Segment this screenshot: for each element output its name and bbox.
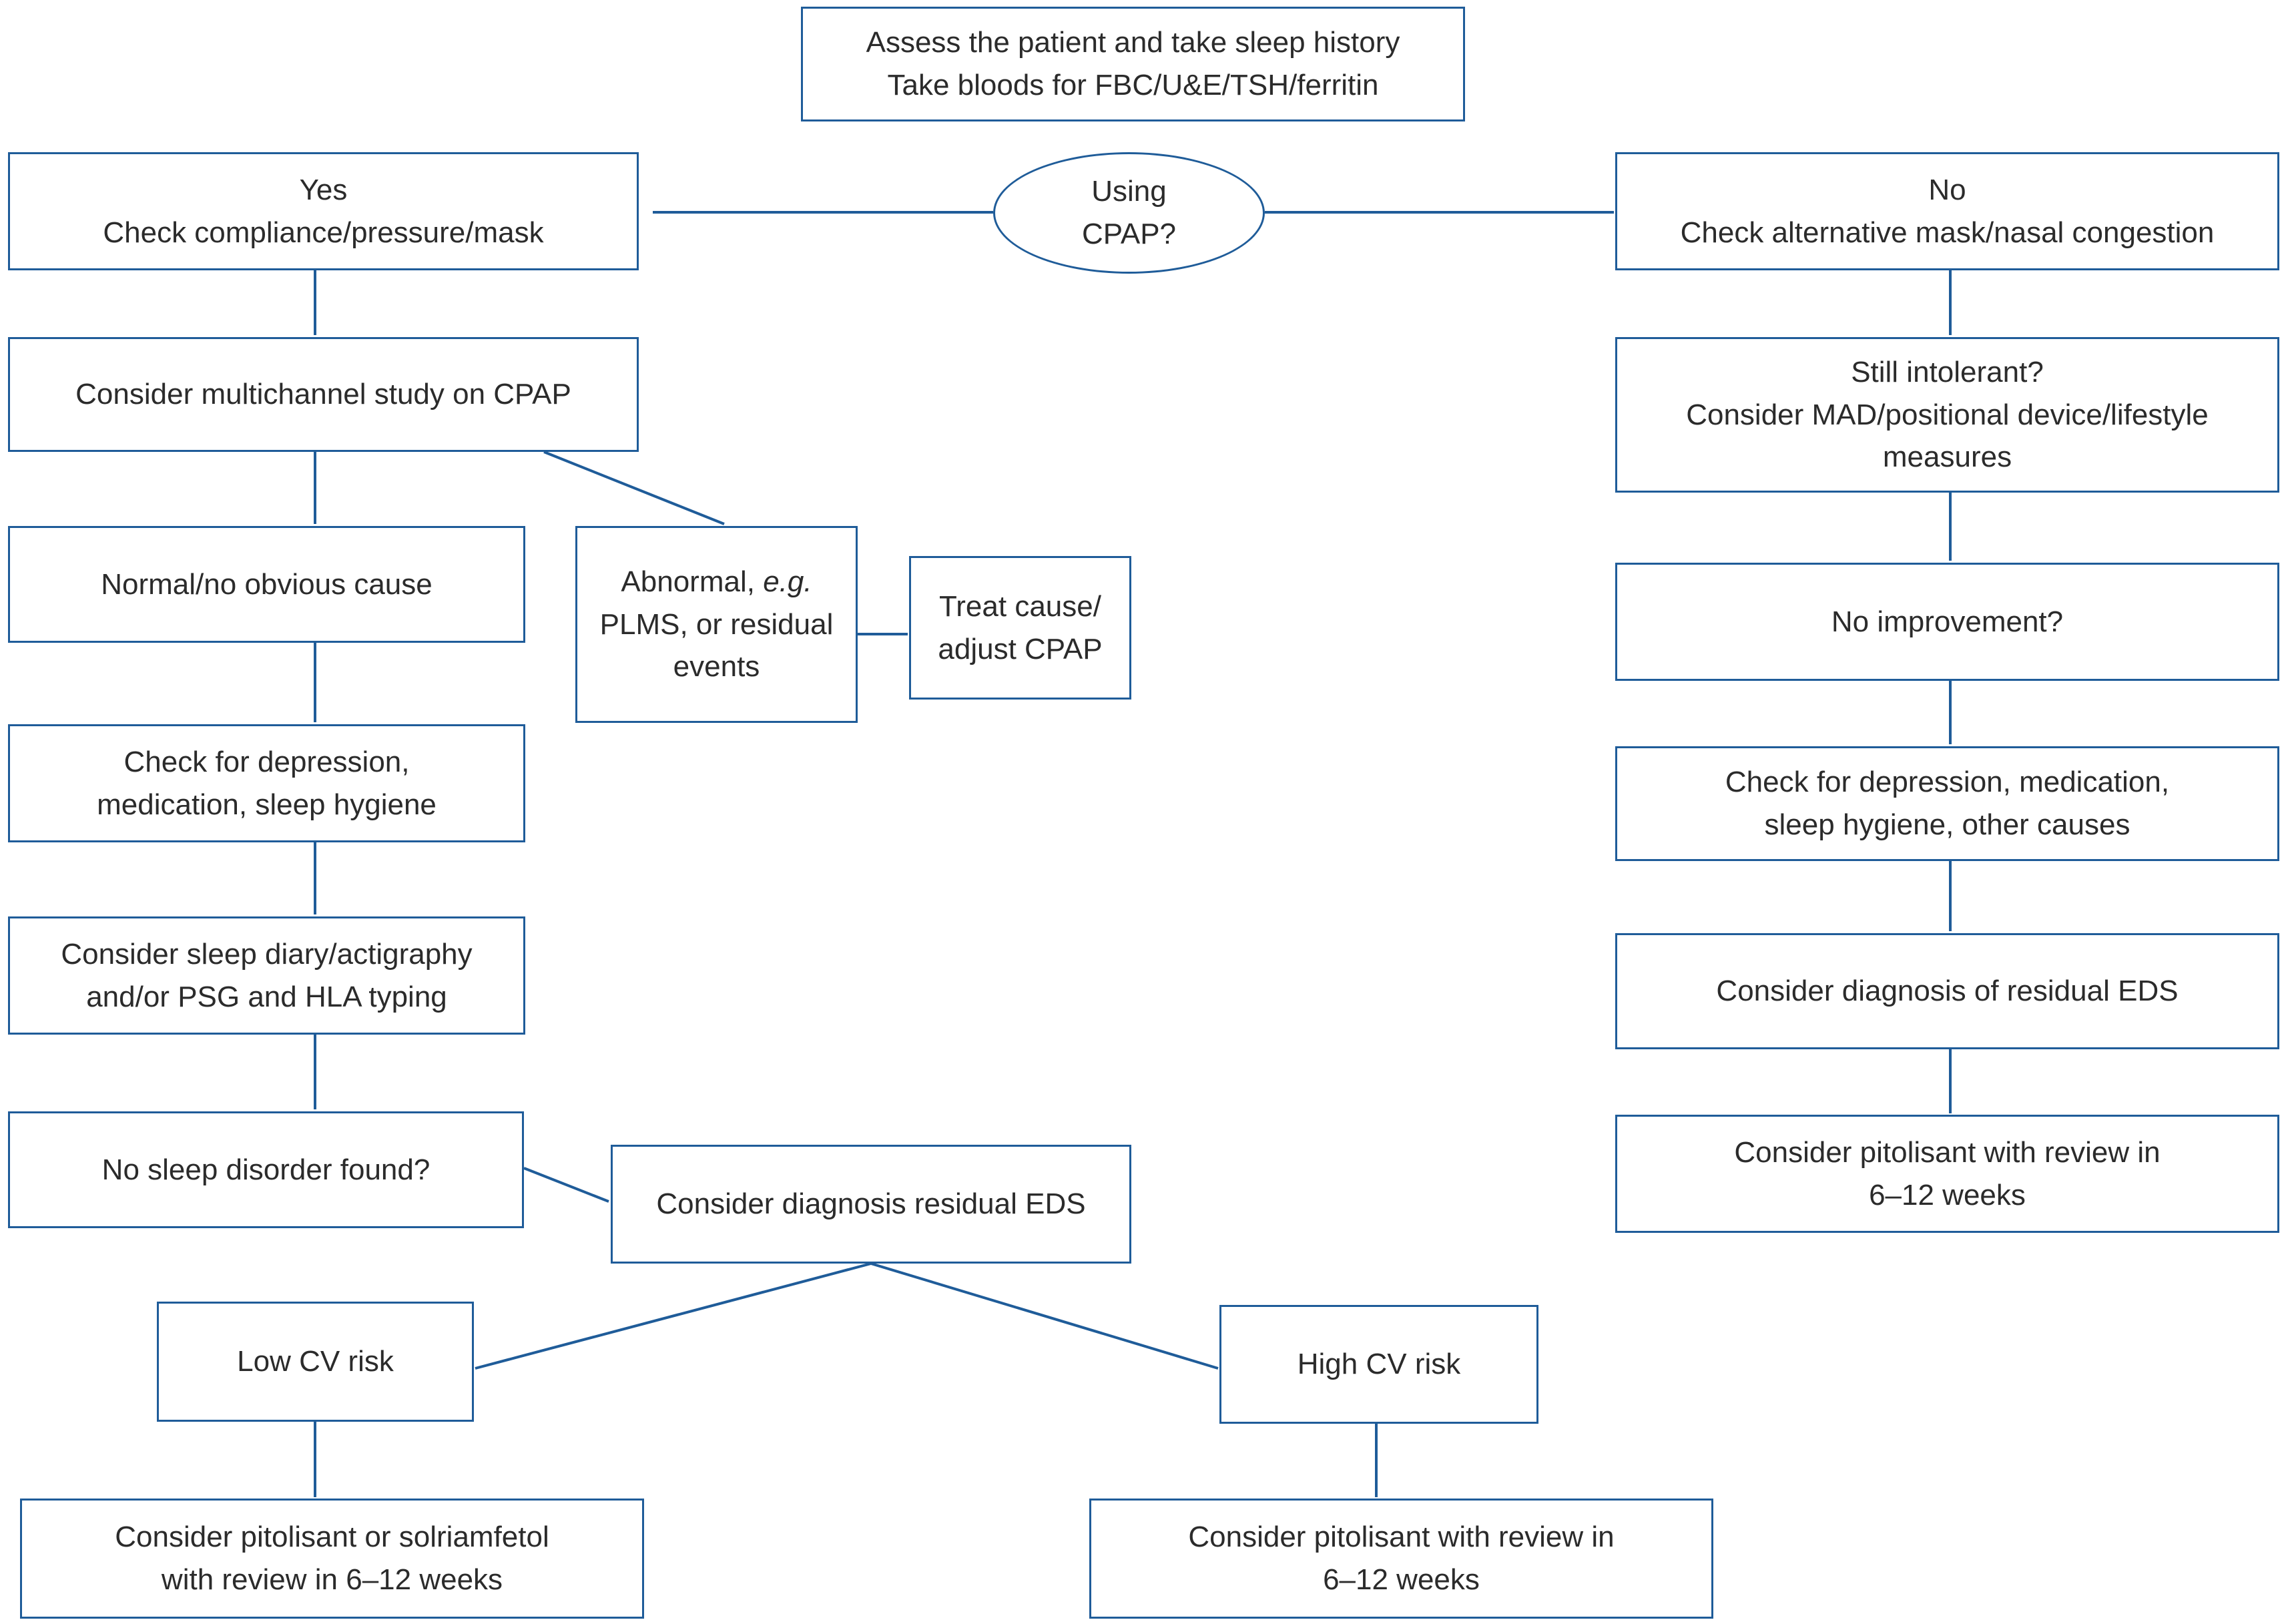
using-cpap-line-1: Using (1091, 175, 1167, 208)
using-cpap-line-2: CPAP? (1081, 218, 1177, 250)
no-disorder-text: No sleep disorder found? (101, 1153, 431, 1186)
normal-text: Normal/no obvious cause (101, 567, 433, 601)
no-box: No Check alternative mask/nasal congesti… (1615, 152, 2279, 270)
depression-left-line-1: Check for depression, (123, 745, 410, 778)
abnormal-eg: e.g. (763, 565, 812, 598)
depression-right-line-2: sleep hygiene, other causes (1764, 808, 2130, 841)
normal-box: Normal/no obvious cause (8, 526, 525, 643)
high-cv-box: High CV risk (1219, 1305, 1538, 1424)
low-cv-text: Low CV risk (237, 1345, 394, 1378)
depression-left-box: Check for depression, medication, sleep … (8, 724, 525, 842)
yes-box: Yes Check compliance/pressure/mask (8, 152, 639, 270)
assess-line-2: Take bloods for FBC/U&E/TSH/ferritin (887, 69, 1379, 101)
abnormal-prefix: Abnormal, (621, 565, 764, 598)
depression-left-line-2: medication, sleep hygiene (97, 788, 437, 821)
no-improvement-text: No improvement? (1831, 605, 2064, 638)
depression-right-line-1: Check for depression, medication, (1725, 766, 2170, 799)
abnormal-line-3: events (673, 650, 760, 684)
arrow-residual-eds-to-low-cv (475, 1262, 872, 1370)
pitolisant-solri-line-2: with review in 6–12 weeks (161, 1563, 503, 1596)
low-cv-box: Low CV risk (157, 1302, 474, 1422)
pitolisant-bottom-box: Consider pitolisant with review in 6–12 … (1089, 1499, 1713, 1619)
arrow-residual-eds-to-high-cv (870, 1262, 1219, 1370)
pitolisant-solriamfetol-box: Consider pitolisant or solriamfetol with… (20, 1499, 644, 1619)
multichannel-box: Consider multichannel study on CPAP (8, 337, 639, 452)
high-cv-text: High CV risk (1297, 1348, 1461, 1381)
abnormal-line-1: Abnormal, e.g. (621, 561, 812, 603)
diary-line-2: and/or PSG and HLA typing (86, 980, 447, 1013)
no-improvement-box: No improvement? (1615, 563, 2279, 681)
pitolisant-right-line-1: Consider pitolisant with review in (1734, 1135, 2161, 1169)
treat-line-1: Treat cause/ (939, 589, 1101, 623)
depression-right-box: Check for depression, medication, sleep … (1615, 746, 2279, 861)
using-cpap-decision: Using CPAP? (993, 152, 1265, 274)
no-disorder-box: No sleep disorder found? (8, 1111, 524, 1228)
no-label: No (1928, 173, 1966, 206)
still-intolerant-line-3: measures (1882, 441, 2012, 474)
abnormal-line-2: PLMS, or residual (599, 607, 834, 641)
yes-line-2: Check compliance/pressure/mask (103, 216, 544, 249)
pitolisant-solri-line-1: Consider pitolisant or solriamfetol (115, 1521, 549, 1554)
pitolisant-bottom-line-1: Consider pitolisant with review in (1188, 1521, 1615, 1554)
abnormal-box: Abnormal, e.g. PLMS, or residual events (575, 526, 858, 723)
treat-box: Treat cause/ adjust CPAP (909, 556, 1131, 700)
multichannel-text: Consider multichannel study on CPAP (75, 378, 571, 411)
yes-label: Yes (299, 173, 348, 206)
arrow-multichannel-to-abnormal (543, 451, 725, 525)
no-line-2: Check alternative mask/nasal congestion (1680, 216, 2215, 249)
residual-eds-left-text: Consider diagnosis residual EDS (656, 1187, 1086, 1221)
residual-eds-left-box: Consider diagnosis residual EDS (611, 1145, 1131, 1264)
treat-line-2: adjust CPAP (938, 632, 1103, 665)
arrow-no-disorder-to-residual-eds (523, 1167, 609, 1203)
assess-box: Assess the patient and take sleep histor… (801, 7, 1465, 121)
pitolisant-bottom-line-2: 6–12 weeks (1323, 1563, 1480, 1596)
still-intolerant-line-2: Consider MAD/positional device/lifestyle (1686, 398, 2209, 431)
assess-line-1: Assess the patient and take sleep histor… (866, 26, 1400, 59)
diary-box: Consider sleep diary/actigraphy and/or P… (8, 916, 525, 1035)
still-intolerant-box: Still intolerant? Consider MAD/positiona… (1615, 337, 2279, 493)
residual-eds-right-box: Consider diagnosis of residual EDS (1615, 933, 2279, 1049)
diary-line-1: Consider sleep diary/actigraphy (61, 937, 473, 971)
residual-eds-right-text: Consider diagnosis of residual EDS (1716, 975, 2179, 1008)
still-intolerant-line-1: Still intolerant? (1851, 355, 2044, 388)
pitolisant-right-box: Consider pitolisant with review in 6–12 … (1615, 1115, 2279, 1233)
pitolisant-right-line-2: 6–12 weeks (1869, 1178, 2026, 1211)
